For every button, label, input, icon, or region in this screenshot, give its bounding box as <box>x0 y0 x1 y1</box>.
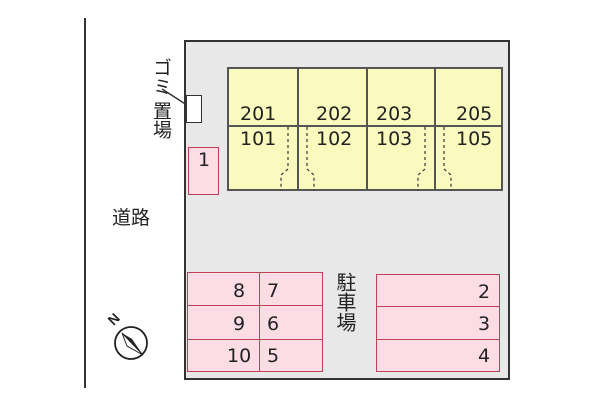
parking-space-number: 10 <box>227 345 252 367</box>
parking-space-number: 6 <box>267 313 280 335</box>
floor-divider <box>229 125 501 127</box>
parking-space-number: 1 <box>198 149 211 171</box>
parking-space-number: 7 <box>267 280 280 302</box>
apartment-building: 201 202 203 205 101 102 103 105 <box>227 67 503 191</box>
parking-space <box>259 272 323 306</box>
unit-label-lower: 105 <box>456 128 493 150</box>
unit-label-lower: 101 <box>240 128 277 150</box>
parking-space <box>187 272 260 306</box>
unit-label-upper: 203 <box>376 103 413 125</box>
road-label: 道路 <box>112 207 151 229</box>
parking-space <box>188 147 219 195</box>
parking-space-number: 8 <box>233 280 246 302</box>
parking-space-number: 5 <box>267 345 280 367</box>
parking-space-number: 9 <box>233 313 246 335</box>
parking-space-number: 2 <box>478 281 491 303</box>
garbage-area-box <box>186 95 202 123</box>
parking-space-number: 4 <box>478 345 491 367</box>
unit-label-lower: 103 <box>376 128 413 150</box>
unit-entry-dashes <box>280 127 452 191</box>
parking-space <box>259 305 323 340</box>
parking-area-label: 駐車場 <box>333 272 357 332</box>
unit-label-lower: 102 <box>316 128 353 150</box>
garbage-leader-line <box>161 88 191 108</box>
unit-divider <box>366 69 368 189</box>
unit-divider <box>434 69 436 189</box>
unit-divider <box>297 69 299 189</box>
unit-label-upper: 205 <box>456 103 493 125</box>
garbage-label-bottom: 置場 <box>150 101 172 139</box>
road-edge-line <box>84 18 86 388</box>
compass-north-label: N <box>104 310 122 328</box>
compass-north-icon: N <box>104 310 148 360</box>
unit-label-upper: 201 <box>240 103 277 125</box>
unit-label-upper: 202 <box>316 103 353 125</box>
parking-space <box>376 339 500 372</box>
parking-space <box>259 339 323 372</box>
parking-space <box>187 305 260 340</box>
parking-space <box>187 339 260 372</box>
garbage-label-top: ゴミ <box>150 58 172 96</box>
parking-space-number: 3 <box>478 313 491 335</box>
